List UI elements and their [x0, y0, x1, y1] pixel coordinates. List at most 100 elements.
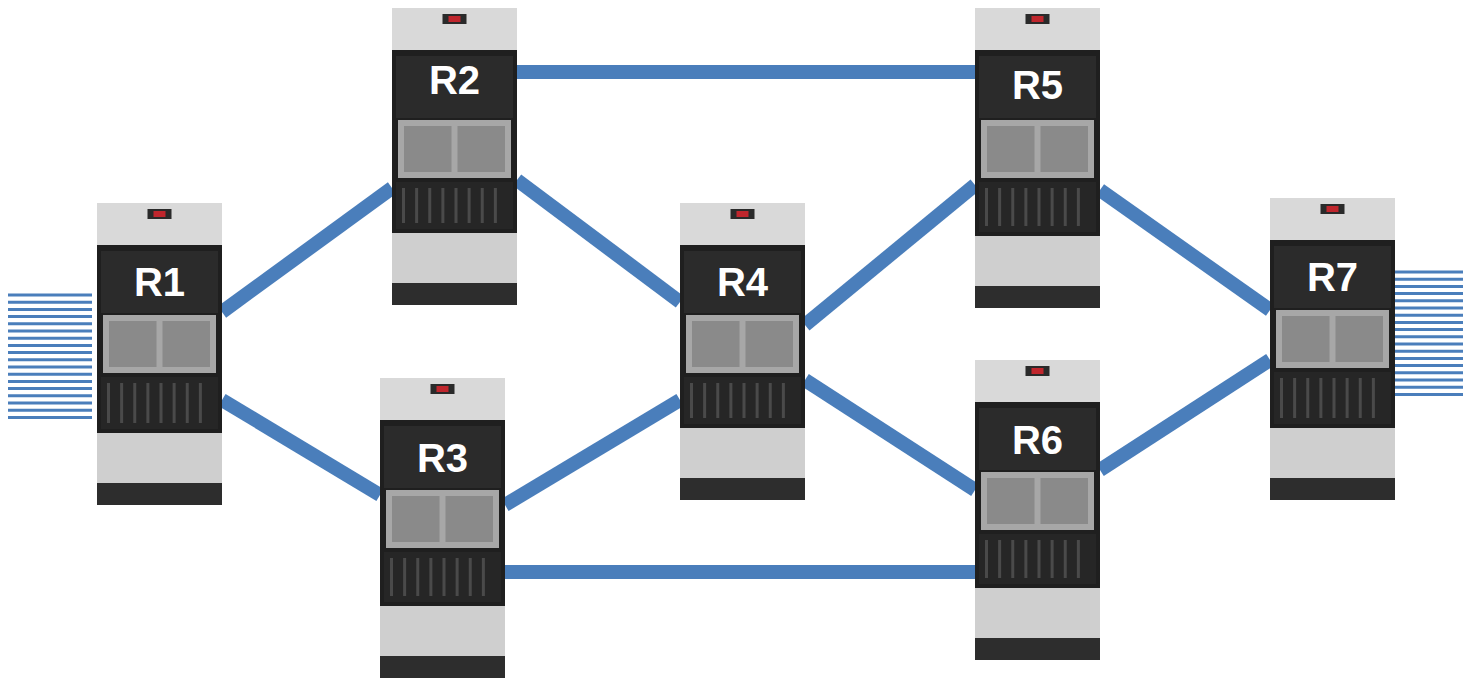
- traffic-stripe: [1390, 307, 1463, 310]
- rack-slot: [690, 383, 693, 418]
- rack-slot: [468, 188, 471, 223]
- network-link: [1100, 360, 1270, 470]
- rack-top-bezel: [1270, 198, 1395, 240]
- rack-slot: [390, 558, 393, 596]
- rack-slot: [469, 558, 472, 596]
- traffic-stripes: [8, 295, 92, 417]
- router-chassis: [392, 8, 517, 305]
- rack-slot: [455, 188, 458, 223]
- rack-slot: [756, 383, 759, 418]
- router-chassis: [1270, 198, 1395, 500]
- rack-bottom-panel: [392, 233, 517, 283]
- rack-lower-cards: [396, 182, 513, 229]
- router: R4: [680, 203, 805, 500]
- router-chassis: [97, 203, 222, 505]
- network-link: [505, 565, 975, 579]
- rack-body: [680, 203, 805, 500]
- traffic-stripe: [1390, 278, 1463, 281]
- rack-slot: [1011, 540, 1014, 578]
- rack-base: [1270, 478, 1395, 500]
- traffic-stripe: [8, 358, 92, 361]
- rack-lower-cards: [684, 377, 801, 424]
- traffic-stripe: [1390, 371, 1463, 374]
- rack-slot: [146, 383, 149, 423]
- network-link: [517, 180, 680, 302]
- router-name: R1: [97, 260, 222, 304]
- traffic-stripe: [8, 409, 92, 412]
- traffic-stripe: [1390, 271, 1463, 274]
- rack-fabric-module: [386, 490, 499, 548]
- traffic-stripe: [8, 337, 92, 340]
- rack-lower-cards: [101, 377, 218, 429]
- router: R1: [97, 203, 222, 505]
- rack-slot: [120, 383, 123, 423]
- rack-slot: [1293, 378, 1296, 418]
- rack-slot: [1306, 378, 1309, 418]
- router-name: R5: [975, 63, 1100, 107]
- rack-logo: [437, 386, 449, 392]
- rack-slot: [133, 383, 136, 423]
- rack-fabric-module: [1276, 310, 1389, 368]
- traffic-stripe: [8, 394, 92, 397]
- rack-body: [392, 8, 517, 305]
- rack-slot: [173, 383, 176, 423]
- traffic-stripe: [1390, 292, 1463, 295]
- rack-lower-cards: [979, 534, 1096, 584]
- rack-slot: [482, 558, 485, 596]
- rack-bottom-panel: [380, 606, 505, 656]
- traffic-stripe: [8, 351, 92, 354]
- traffic-stripe: [8, 402, 92, 405]
- rack-module-left: [392, 496, 440, 542]
- rack-slot: [160, 383, 163, 423]
- traffic-stripe: [8, 322, 92, 325]
- network-link: [505, 400, 680, 505]
- traffic-stripe: [8, 416, 92, 419]
- rack-slot: [186, 383, 189, 423]
- rack-top-bezel: [680, 203, 805, 245]
- rack-lower-cards: [979, 182, 1096, 232]
- network-link: [517, 65, 975, 79]
- traffic-stripe: [8, 294, 92, 297]
- router-chassis: [975, 8, 1100, 308]
- rack-slot: [1077, 188, 1080, 226]
- router-chassis: [680, 203, 805, 500]
- rack-slot: [1038, 540, 1041, 578]
- traffic-stripe: [8, 366, 92, 369]
- rack-slot: [1077, 540, 1080, 578]
- router-chassis: [380, 378, 505, 678]
- rack-logo: [154, 211, 166, 217]
- rack-slot: [998, 188, 1001, 226]
- rack-fabric-module: [398, 120, 511, 178]
- rack-fabric-module: [981, 472, 1094, 530]
- rack-slot: [1319, 378, 1322, 418]
- rack-slot: [403, 558, 406, 596]
- rack-slot: [1333, 378, 1336, 418]
- traffic-stripe: [1390, 357, 1463, 360]
- rack-slot: [743, 383, 746, 418]
- rack-slot: [729, 383, 732, 418]
- rack-top-bezel: [392, 8, 517, 50]
- rack-top-bezel: [97, 203, 222, 245]
- rack-body: [975, 8, 1100, 308]
- rack-fabric-module: [981, 120, 1094, 178]
- router-name: R2: [392, 58, 517, 102]
- rack-slot: [402, 188, 405, 223]
- rack-module-left: [109, 321, 157, 367]
- router: R7: [1270, 198, 1395, 500]
- rack-base: [975, 638, 1100, 660]
- rack-logo-plate: [731, 209, 755, 219]
- router-name: R3: [380, 436, 505, 480]
- rack-slot: [985, 540, 988, 578]
- rack-slot: [441, 188, 444, 223]
- rack-body: [380, 378, 505, 678]
- traffic-stripe: [8, 301, 92, 304]
- rack-logo-plate: [443, 14, 467, 24]
- rack-slot: [494, 188, 497, 223]
- rack-slot: [1372, 378, 1375, 418]
- traffic-stripe: [1390, 299, 1463, 302]
- rack-slot: [481, 188, 484, 223]
- traffic-stripe: [1390, 335, 1463, 338]
- network-link: [805, 380, 975, 490]
- rack-fabric-module: [686, 315, 799, 373]
- traffic-stripe: [8, 380, 92, 383]
